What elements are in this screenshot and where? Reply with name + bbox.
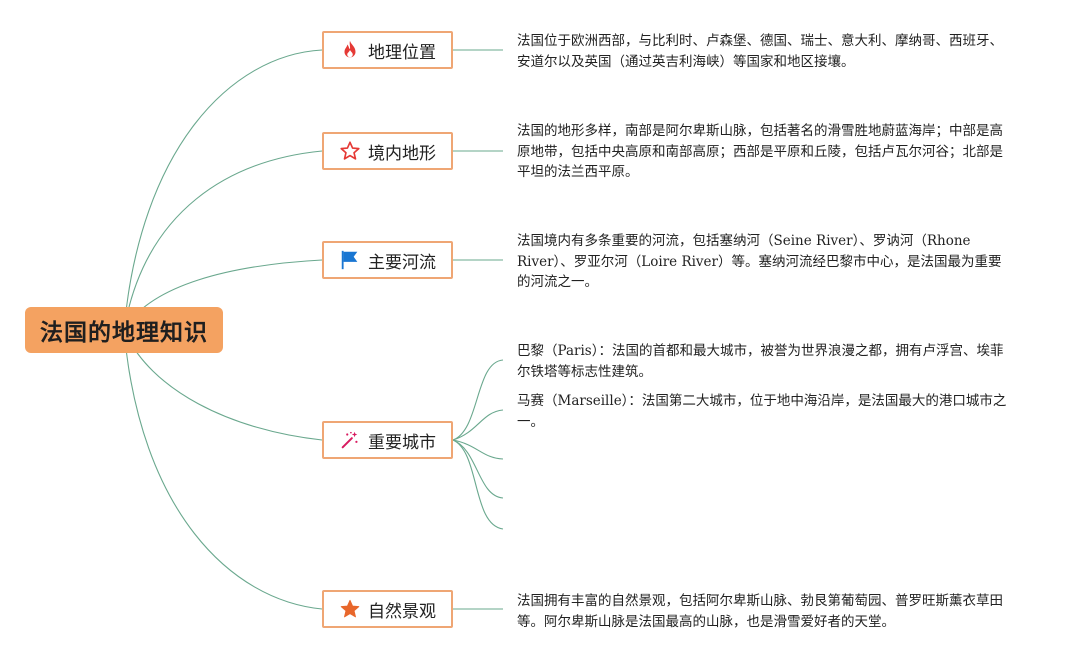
connector-branch-4-detail-1 [452,359,504,441]
star-outline-icon [338,139,362,163]
branch-title: 地理位置 [368,42,436,63]
root-topic[interactable]: 法国的地理知识 [25,307,223,353]
detail-rivers: 法国境内有多条重要的河流，包括塞纳河（Seine River）、罗讷河（Rhon… [517,233,1002,290]
connector-root-branch-5 [123,329,323,610]
detail-city-marseille: 马赛（Marseille）：法国第二大城市，位于地中海沿岸，是法国最大的港口城市… [517,393,1007,430]
star-filled-icon [338,597,362,621]
branch-terrain[interactable]: 境内地形 [322,132,453,170]
branch-natural-landscape[interactable]: 自然景观 [322,590,453,628]
flag-icon [338,248,362,272]
connector-branch-4-detail-4 [452,439,504,499]
branch-title: 境内地形 [368,143,436,164]
branch-major-cities[interactable]: 重要城市 [322,421,453,459]
connector-root-branch-2 [123,150,323,331]
branch-title: 重要城市 [368,432,436,453]
detail-natural-landscape: 法国拥有丰富的自然景观，包括阿尔卑斯山脉、勃艮第葡萄园、普罗旺斯薰衣草田等。阿尔… [517,593,1003,630]
connector-branch-4-detail-2 [452,409,504,441]
branch-title: 主要河流 [368,252,436,273]
branch-geographic-location[interactable]: 地理位置 [322,31,453,69]
detail-geographic-location: 法国位于欧洲西部，与比利时、卢森堡、德国、瑞士、意大利、摩纳哥、西班牙、安道尔以… [517,33,1003,70]
fire-icon [338,38,362,62]
connector-branch-4-detail-5 [452,439,504,530]
branch-title: 自然景观 [368,601,436,622]
detail-terrain: 法国的地形多样，南部是阿尔卑斯山脉，包括著名的滑雪胜地蔚蓝海岸；中部是高原地带，… [517,123,1003,180]
connector-root-branch-1 [123,49,323,331]
connector-branch-4-detail-3 [452,439,504,460]
branch-rivers[interactable]: 主要河流 [322,241,453,279]
magic-wand-icon [338,428,362,452]
detail-city-paris: 巴黎（Paris）：法国的首都和最大城市，被誉为世界浪漫之都，拥有卢浮宫、埃菲尔… [517,343,1004,380]
